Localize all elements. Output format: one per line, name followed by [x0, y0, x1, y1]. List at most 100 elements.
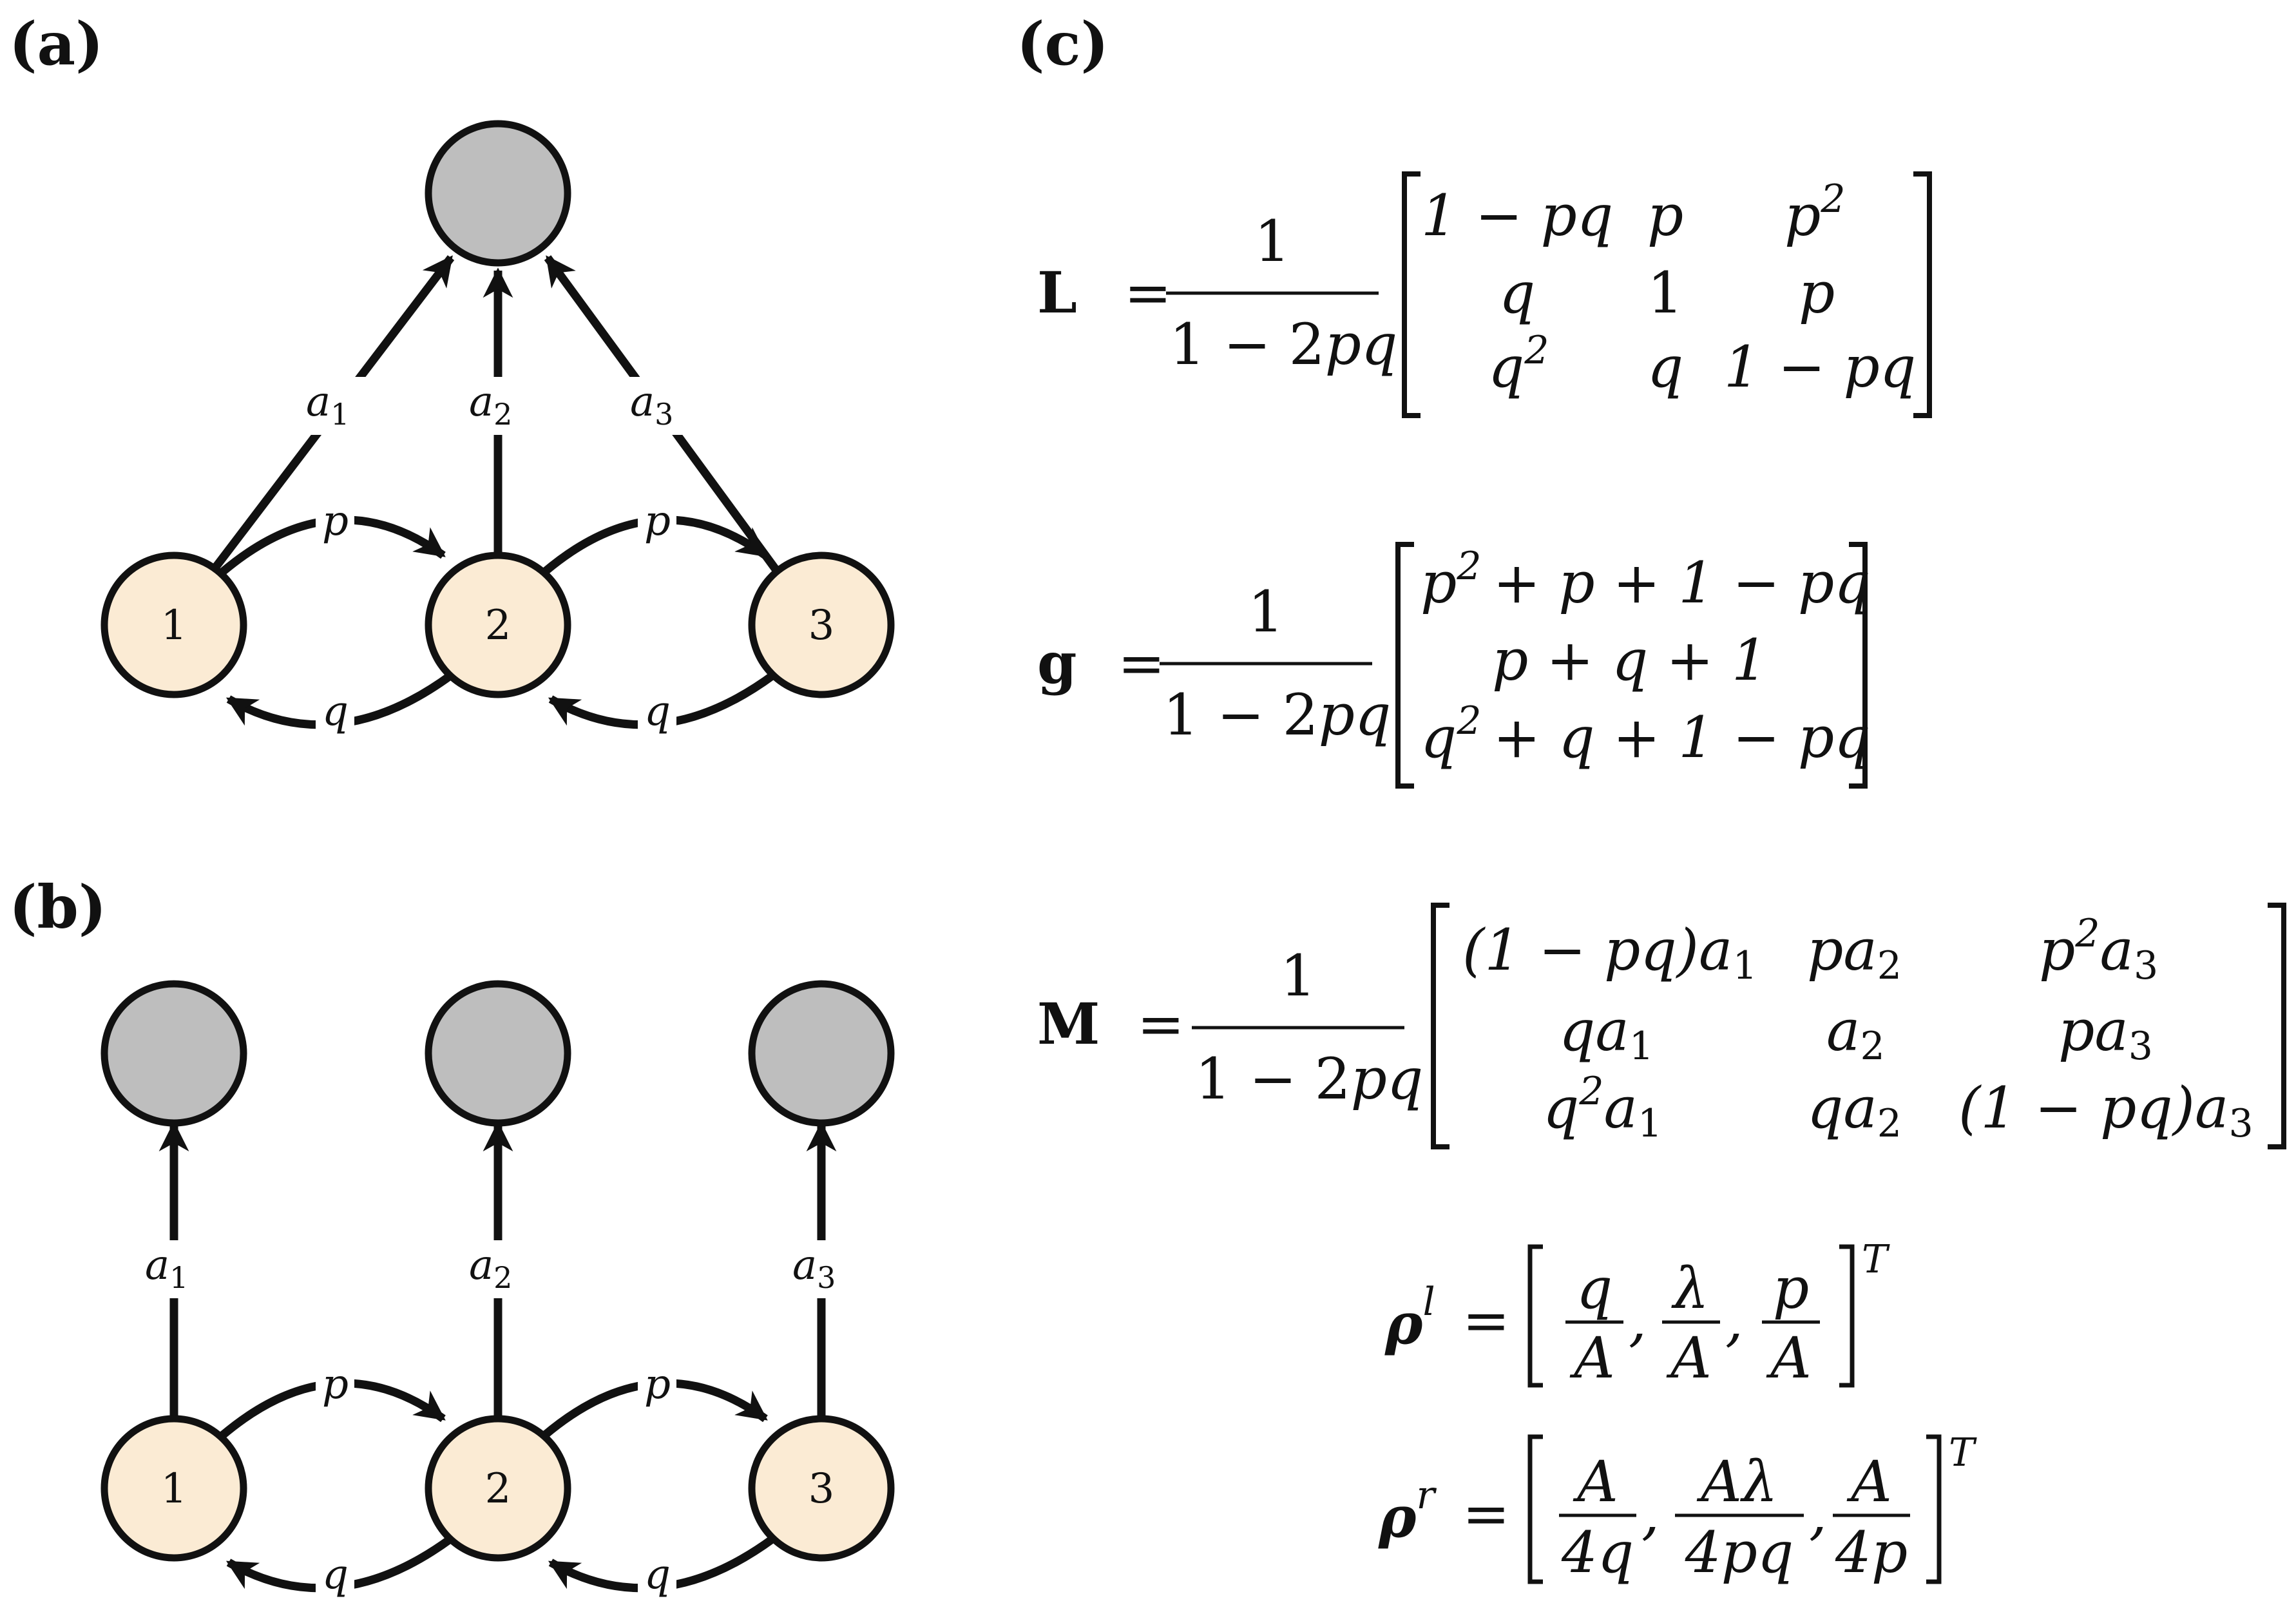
- state-node-2: [425, 552, 571, 698]
- svg-text:(1 − pq)a3: (1 − pq)a3: [1958, 1075, 2253, 1146]
- svg-text:q2: q2: [1488, 328, 1549, 400]
- svg-text:4p: 4p: [1835, 1519, 1908, 1586]
- svg-text:q: q: [1576, 1255, 1612, 1321]
- svg-text:1 − 2pq: 1 − 2pq: [1169, 311, 1397, 378]
- svg-text:A: A: [1573, 1448, 1618, 1515]
- node-label-3: 3: [808, 602, 835, 649]
- svg-text:=: =: [1118, 630, 1165, 696]
- symbol-L: L: [1037, 259, 1077, 326]
- svg-text:pa2: pa2: [1807, 917, 1902, 988]
- edge-label-q-32: q: [644, 687, 671, 735]
- svg-text:q: q: [1647, 334, 1683, 400]
- svg-text:1: 1: [1254, 208, 1290, 274]
- edge-label-a1: a1: [306, 378, 349, 432]
- svg-text:(1 − pq)a1: (1 − pq)a1: [1462, 917, 1757, 988]
- svg-text:λ: λ: [1671, 1255, 1709, 1321]
- sink-node-2: [425, 980, 571, 1127]
- bracket-right: [1913, 171, 1932, 418]
- svg-text:M: M: [1037, 990, 1100, 1057]
- svg-text:q2+ q + 1 − pq: q2+ q + 1 − pq: [1421, 698, 1871, 771]
- svg-text:A: A: [1666, 1325, 1712, 1391]
- state-node-3: [748, 552, 895, 698]
- svg-text:a2: a2: [1826, 997, 1885, 1069]
- svg-text:T: T: [1949, 1430, 1977, 1475]
- svg-text:=: =: [1462, 1287, 1510, 1354]
- svg-text:L: L: [1037, 259, 1077, 326]
- sink-node-1: [100, 980, 247, 1127]
- svg-text:g: g: [1037, 629, 1077, 696]
- edge-label-b-p-23: p: [644, 1361, 671, 1408]
- svg-text:=: =: [1137, 991, 1185, 1057]
- svg-text:,: ,: [1809, 1481, 1827, 1547]
- bracket-left: [1402, 171, 1421, 418]
- svg-text:1 − pq: 1 − pq: [1421, 182, 1613, 249]
- edge-label-b-a2: a2: [469, 1242, 512, 1295]
- node-label-1: 1: [161, 602, 187, 649]
- svg-text:Aλ: Aλ: [1696, 1448, 1777, 1515]
- panel-b-diagram: a1 a2 a3 p p q q 1 2 3: [100, 980, 895, 1604]
- svg-text:1 − pq: 1 − pq: [1724, 334, 1916, 400]
- symbol-M: M: [1037, 990, 1100, 1057]
- svg-text:p2: p2: [1784, 177, 1846, 249]
- symbol-g: g: [1037, 629, 1077, 696]
- svg-text:,: ,: [1725, 1287, 1743, 1354]
- equation-L: L = 1 1 − 2pq 1 − pq p p2 q 1 p q2 q 1 −…: [1037, 171, 1932, 418]
- svg-text:1 − 2pq: 1 − 2pq: [1163, 682, 1391, 748]
- sink-node: [425, 120, 571, 267]
- panel-label-c: (c): [1017, 9, 1109, 79]
- svg-text:q: q: [1499, 260, 1535, 326]
- svg-text:4q: 4q: [1561, 1519, 1634, 1586]
- equation-rho-r: ρr = A 4q , Aλ 4pq , A 4p T: [1378, 1430, 1977, 1586]
- svg-text:qa1: qa1: [1559, 997, 1654, 1069]
- svg-text:p2a3: p2a3: [2039, 911, 2158, 988]
- node-label-b-1: 1: [161, 1465, 187, 1513]
- state-node-b-1: [100, 1415, 247, 1562]
- svg-text:,: ,: [1641, 1481, 1660, 1547]
- svg-text:p: p: [1647, 182, 1683, 249]
- svg-text:p: p: [1773, 1255, 1809, 1321]
- svg-text:p + q + 1: p + q + 1: [1492, 627, 1768, 693]
- svg-text:T: T: [1862, 1237, 1890, 1282]
- equation-M: M = 1 1 − 2pq (1 − pq)a1 pa2 p2a3 qa1 a2…: [1037, 903, 2286, 1149]
- panel-a-diagram: a1 a2 a3 p p q q 1 2 3: [100, 120, 895, 741]
- edge-label-b-q-21: q: [322, 1551, 349, 1598]
- node-label-2: 2: [485, 602, 512, 649]
- svg-text:ρr: ρr: [1378, 1473, 1437, 1550]
- svg-text:1: 1: [1248, 579, 1284, 645]
- state-node-1: [100, 552, 247, 698]
- panel-label-b: (b): [9, 872, 106, 942]
- equation-g: g = 1 1 − 2pq p2+ p + 1 − pq p + q + 1 q…: [1037, 542, 1871, 789]
- svg-text:1: 1: [1280, 943, 1316, 1009]
- state-node-b-3: [748, 1415, 895, 1562]
- edge-label-b-a1: a1: [145, 1242, 188, 1295]
- node-label-b-2: 2: [485, 1465, 512, 1513]
- equation-rho-l: ρl = q A , λ A , p A T: [1384, 1237, 1890, 1391]
- state-node-b-2: [425, 1415, 571, 1562]
- svg-text:q2a1: q2a1: [1543, 1069, 1662, 1146]
- svg-text:A: A: [1846, 1448, 1892, 1515]
- svg-text:ρl: ρl: [1384, 1280, 1435, 1357]
- svg-text:A: A: [1766, 1325, 1812, 1391]
- svg-text:,: ,: [1629, 1287, 1647, 1354]
- edge-label-b-q-32: q: [644, 1551, 671, 1598]
- edge-label-a2: a2: [469, 378, 512, 432]
- edge-label-b-a3: a3: [792, 1242, 836, 1295]
- edge-label-q-21: q: [322, 687, 349, 735]
- svg-text:1: 1: [1647, 260, 1683, 326]
- svg-text:pa3: pa3: [2058, 997, 2153, 1069]
- svg-text:=: =: [1462, 1481, 1510, 1547]
- svg-text:qa2: qa2: [1807, 1075, 1902, 1146]
- edge-label-b-p-12: p: [322, 1361, 349, 1408]
- svg-text:=: =: [1124, 260, 1172, 326]
- edge-label-a3: a3: [630, 378, 673, 432]
- panel-label-a: (a): [9, 9, 104, 79]
- edge-label-p-12: p: [322, 497, 349, 545]
- sink-node-3: [748, 980, 895, 1127]
- svg-text:p2+ p + 1 − pq: p2+ p + 1 − pq: [1421, 544, 1871, 616]
- edge-label-p-23: p: [644, 497, 671, 545]
- svg-text:1 − 2pq: 1 − 2pq: [1195, 1046, 1423, 1112]
- svg-text:p: p: [1799, 260, 1835, 326]
- node-label-b-3: 3: [808, 1465, 835, 1513]
- svg-text:A: A: [1569, 1325, 1615, 1391]
